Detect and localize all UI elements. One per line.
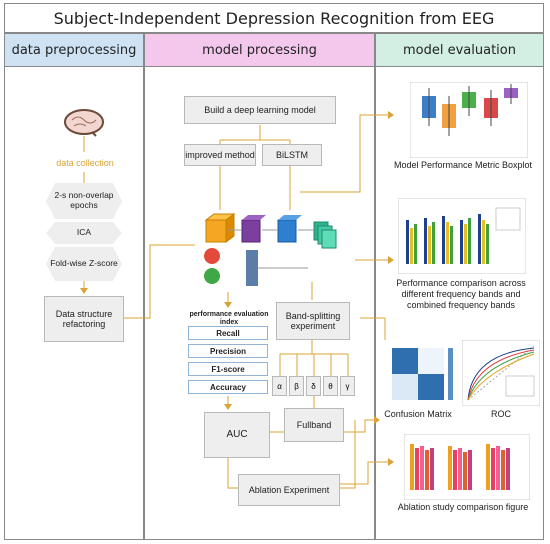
ablation-caption: Ablation study comparison figure (397, 502, 529, 512)
data-refactor-box: Data structure refactoring (44, 296, 124, 342)
page-title: Subject-Independent Depression Recogniti… (4, 3, 544, 33)
accuracy-metric: Accuracy (188, 380, 268, 394)
band-theta: θ (323, 376, 338, 396)
brain-icon (64, 109, 104, 137)
confusion-matrix-figure (378, 340, 458, 406)
frequency-band-caption: Performance comparison across different … (396, 278, 526, 310)
improved-method-box: improved method (184, 144, 256, 166)
data-collection-label: data collection (56, 158, 114, 168)
roc-figure (462, 340, 540, 406)
f1-metric: F1-score (188, 362, 268, 376)
recall-metric: Recall (188, 326, 268, 340)
preprocessing-header: data preprocessing (4, 33, 144, 67)
confusion-caption: Confusion Matrix (384, 409, 452, 419)
bilstm-box: BiLSTM (262, 144, 322, 166)
boxplot-caption: Model Performance Metric Boxplot (393, 160, 533, 170)
band-splitting-box: Band-splitting experiment (276, 302, 350, 340)
model-architecture-figure (204, 213, 337, 286)
ablation-figure (404, 434, 530, 500)
roc-caption: ROC (491, 409, 511, 419)
evaluation-header: model evaluation (375, 33, 544, 67)
band-delta: δ (306, 376, 321, 396)
ica-step: ICA (46, 222, 122, 244)
processing-header: model processing (144, 33, 375, 67)
boxplot-figure (410, 82, 528, 158)
band-beta: β (289, 376, 304, 396)
zscore-step: Fold-wise Z-score (46, 247, 122, 281)
fullband-box: Fullband (284, 408, 344, 442)
epoch-step: 2-s non-overlap epochs (46, 183, 122, 219)
performance-index-label: performance evaluation index (189, 311, 269, 327)
band-alpha: α (272, 376, 287, 396)
build-model-box: Build a deep learning model (184, 96, 336, 124)
precision-metric: Precision (188, 344, 268, 358)
frequency-band-figure (398, 198, 526, 274)
band-gamma: γ (340, 376, 355, 396)
ablation-experiment-box: Ablation Experiment (238, 474, 340, 506)
auc-box: AUC (204, 412, 270, 458)
